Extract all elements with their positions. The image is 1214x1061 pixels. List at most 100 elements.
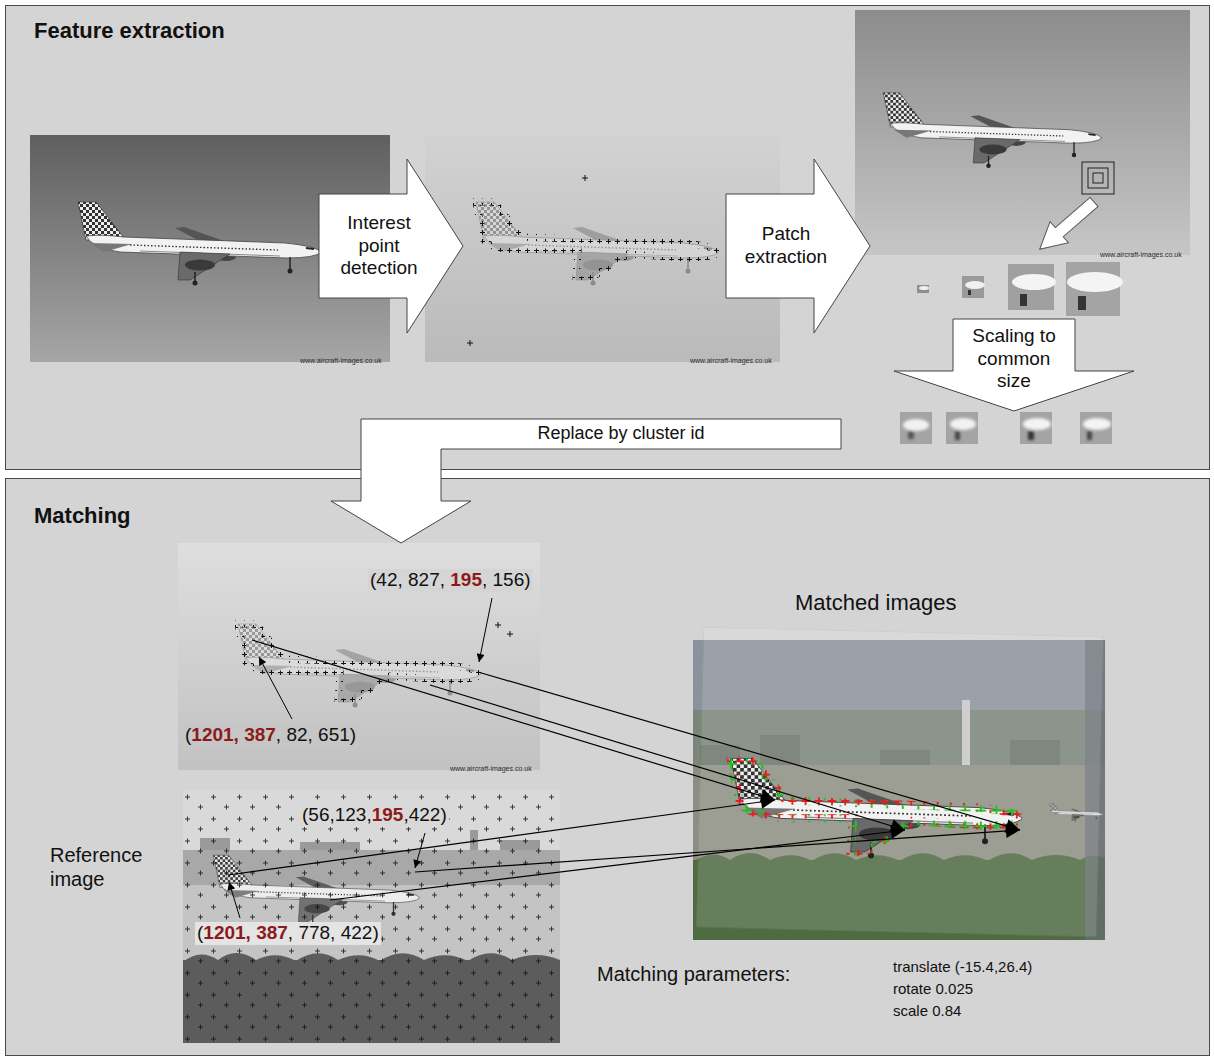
scaled-patches — [900, 412, 1112, 444]
patch-photo — [855, 10, 1190, 260]
scaled-patch — [955, 431, 960, 440]
scaled-patch — [1087, 431, 1092, 440]
overlaid-photo — [696, 627, 1103, 937]
aircraft — [1050, 803, 1103, 821]
process-label: Replace by cluster id — [456, 423, 786, 445]
parameter-heading: Matching parameters: — [597, 962, 790, 986]
process-label: Interest point detection — [329, 212, 429, 280]
scaled-patch — [1080, 412, 1112, 444]
tuple-text: ( — [197, 922, 203, 943]
text-holder: Feature extraction — [34, 18, 225, 44]
parameter-value: rotate 0.025 — [893, 980, 973, 998]
patch — [968, 290, 971, 295]
scaled-patch — [1020, 412, 1052, 444]
arrow-outline — [726, 159, 870, 333]
text-holder: Matching — [34, 503, 131, 529]
tuple-text: , 82, 651) — [276, 724, 356, 745]
patch — [917, 285, 929, 293]
interest-points — [476, 202, 719, 280]
patch-square — [1082, 162, 1114, 194]
parameter-value: scale 0.84 — [893, 1002, 961, 1020]
parameter-value: translate (-15.4,26.4) — [893, 958, 1032, 976]
watermark: www.aircraft-images.co.uk — [450, 765, 532, 773]
matched-points — [731, 758, 1023, 852]
query-photo — [178, 543, 540, 770]
feature-tuple: (1201, 387, 778, 422) — [195, 922, 381, 945]
pointer-arrow — [1030, 191, 1103, 259]
interest-points — [183, 790, 560, 1043]
scaled-patch — [1083, 418, 1111, 440]
match-line — [330, 830, 905, 900]
patch-square — [1093, 173, 1103, 183]
tuple-text: , 156) — [482, 569, 531, 590]
patch — [1067, 272, 1123, 292]
tuple-text: ( — [185, 724, 191, 745]
interest-points — [467, 175, 588, 346]
cluster-id-highlight: 195 — [372, 804, 404, 825]
process-label: Patch extraction — [736, 223, 836, 269]
text-holder: Scaling to common size — [962, 325, 1066, 393]
text-holder: Interest point detection — [329, 212, 429, 280]
leader-line — [479, 598, 492, 662]
scaled-patch — [903, 419, 929, 439]
matched-points — [731, 758, 1023, 852]
aircraft — [883, 93, 1102, 168]
patch — [1020, 294, 1027, 306]
process-arrow: Replace by cluster id — [331, 419, 841, 543]
scaled-patch — [900, 412, 932, 444]
scaled-patch — [1023, 418, 1051, 440]
label-holder: rotate 0.025 — [893, 980, 973, 998]
watermark: www.aircraft-images.co.uk — [300, 357, 382, 365]
match-line — [415, 830, 1020, 872]
patch — [962, 276, 984, 298]
match-line — [252, 640, 775, 800]
feature-tuple: (56,123,195,422) — [300, 804, 449, 827]
scaled-patch — [903, 419, 929, 431]
arrow-outline — [894, 319, 1134, 411]
aircraft — [731, 758, 1023, 858]
panel-ground — [5, 478, 1210, 1056]
match-lines — [228, 640, 1020, 900]
process-label: Scaling to common size — [962, 325, 1066, 393]
cluster-id-highlight: 195 — [450, 569, 482, 590]
cluster-id-highlight: 1201, 387 — [191, 724, 276, 745]
tuple-text: ,422) — [403, 804, 446, 825]
label-holder: www.aircraft-images.co.uk — [450, 757, 532, 775]
arrow-outline — [331, 419, 841, 543]
image-caption: Matched images — [795, 590, 956, 616]
match-line — [478, 672, 1020, 830]
text-holder: Replace by cluster id — [456, 423, 786, 445]
label-holder: (1201, 387, 778, 422) — [195, 922, 381, 945]
scaled-patch — [1028, 431, 1034, 440]
patch — [1012, 274, 1056, 290]
panel-title: Matching — [34, 503, 131, 529]
label-holder: scale 0.84 — [893, 1002, 961, 1020]
label-holder: www.aircraft-images.co.uk — [1100, 243, 1182, 261]
panel-title: Feature extraction — [34, 18, 225, 44]
panel-ground — [5, 5, 1210, 1056]
leader-lines — [229, 598, 492, 918]
scaled-patch — [1083, 418, 1111, 430]
match-line — [228, 800, 775, 875]
photo-sky — [855, 10, 1190, 255]
arrow-outline — [319, 159, 463, 333]
label-holder: Matched images — [795, 590, 956, 616]
aircraft — [78, 202, 321, 286]
feature-tuple: (42, 827, 195, 156) — [368, 569, 533, 592]
reference-photo — [183, 790, 560, 1043]
scaled-patch — [946, 412, 978, 444]
interest-points — [495, 622, 513, 637]
patch-squares — [1082, 162, 1114, 194]
text-holder: Patch extraction — [736, 223, 836, 269]
patch — [965, 281, 985, 289]
feature-tuple: (1201, 387, 82, 651) — [183, 724, 358, 747]
label-holder: www.aircraft-images.co.uk — [690, 349, 772, 367]
label-holder: translate (-15.4,26.4) — [893, 958, 1032, 976]
label-holder: Matching parameters: — [597, 962, 790, 986]
panel-band: Feature extractionInterest point detecti… — [5, 5, 1210, 470]
patch — [919, 286, 929, 290]
label-holder: (42, 827, 195, 156) — [368, 569, 533, 592]
label-holder: Reference image — [50, 843, 168, 891]
interest-points — [238, 624, 481, 702]
watermark: www.aircraft-images.co.uk — [1100, 251, 1182, 259]
